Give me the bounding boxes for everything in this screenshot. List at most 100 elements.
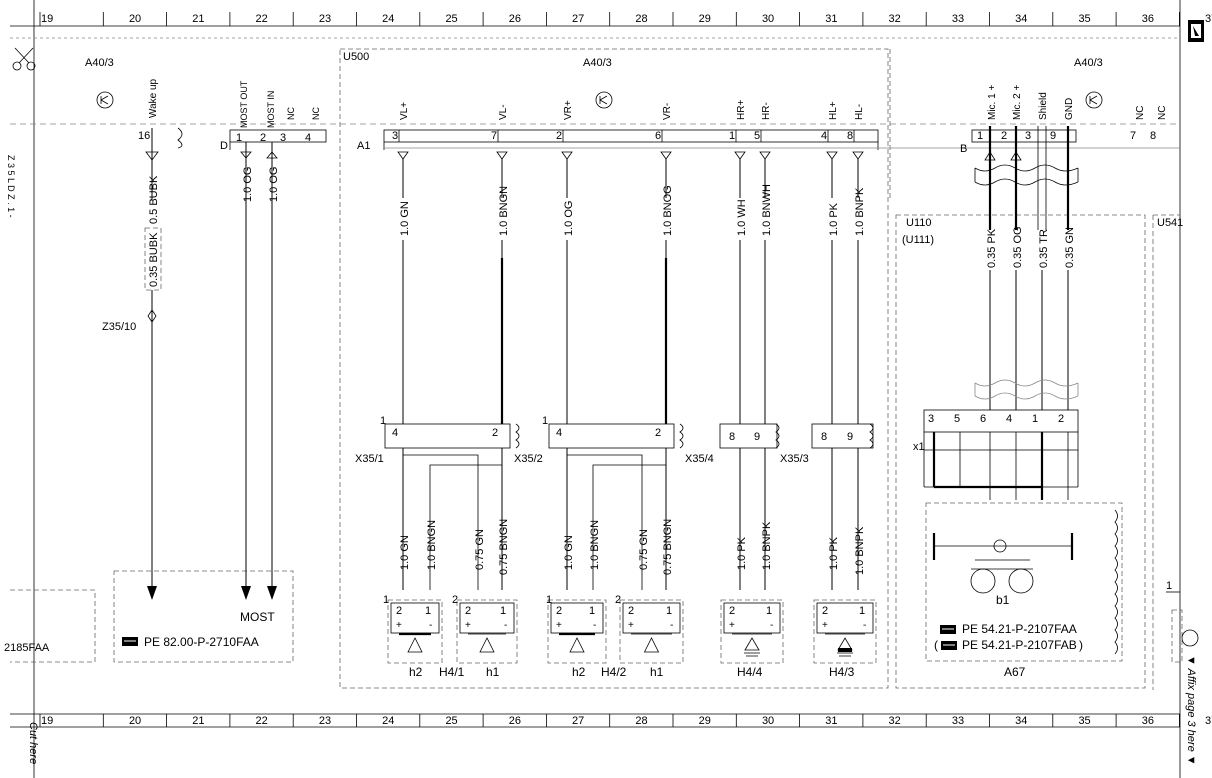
ruler-number: 37 bbox=[1205, 13, 1212, 25]
speaker-polarity: + bbox=[556, 620, 562, 631]
ruler-number: 19 bbox=[41, 715, 53, 727]
module-u111: (U111) bbox=[902, 234, 934, 246]
x35-4: X35/4 bbox=[685, 453, 714, 465]
ruler-number: 26 bbox=[509, 715, 521, 727]
spk-group-4: 2 bbox=[615, 594, 621, 606]
a1-pin-0: 3 bbox=[392, 130, 398, 142]
ruler-number: 31 bbox=[825, 715, 837, 727]
ruler-number: 32 bbox=[889, 715, 901, 727]
most-module-box bbox=[113, 570, 294, 663]
pe-ref-mic-2-close: ) bbox=[1079, 638, 1083, 652]
x1-pin-3: 3 bbox=[928, 413, 934, 425]
channel-wire-2: 1.0 OG bbox=[563, 201, 575, 236]
channel-signal-6: HL+ bbox=[828, 101, 839, 120]
speaker-wire-10: 1.0 PK bbox=[828, 536, 840, 570]
ruler-number: 34 bbox=[1015, 715, 1027, 727]
pe-ref-most: PE 82.00-P-2710FAA bbox=[144, 635, 259, 649]
speaker-polarity: + bbox=[396, 620, 402, 631]
most-out-label: MOST OUT bbox=[239, 80, 249, 128]
spk-group-3: 1 bbox=[546, 594, 552, 606]
connector-a1-body bbox=[383, 129, 879, 143]
a1-pin-1: 7 bbox=[491, 130, 497, 142]
speaker-polarity: + bbox=[628, 620, 634, 631]
speaker-wire-0: 1.0 GN bbox=[399, 535, 411, 570]
nc-label-1: NC bbox=[286, 107, 296, 120]
x1-pin-6: 6 bbox=[980, 413, 986, 425]
d-pin-4: 4 bbox=[305, 132, 311, 144]
channel-wire-6: 1.0 PK bbox=[828, 202, 840, 236]
speaker-pin: 1 bbox=[500, 605, 506, 617]
b-pin-1: 1 bbox=[977, 130, 983, 142]
ruler-number: 31 bbox=[825, 13, 837, 25]
spk-group-1: 1 bbox=[383, 594, 389, 606]
most-in-label: MOST IN bbox=[266, 91, 276, 128]
module-u110: U110 bbox=[906, 217, 931, 229]
connector-x1-body bbox=[923, 409, 1079, 433]
mic-element-icon bbox=[1008, 568, 1034, 594]
ruler-number: 37 bbox=[1205, 715, 1212, 727]
label-h4-2: H4/2 bbox=[601, 665, 627, 679]
channel-signal-4: HR+ bbox=[736, 100, 747, 120]
module-a40-left: A40/3 bbox=[85, 57, 114, 69]
sig-gnd: GND bbox=[1064, 98, 1075, 120]
sig-mic1: Mic. 1 + bbox=[987, 85, 998, 120]
sig-nc-2: NC bbox=[1157, 106, 1168, 120]
speaker-pin: 1 bbox=[425, 605, 431, 617]
wire-0.5-bubk: 0.5 BUBK bbox=[148, 175, 160, 224]
wire-og-in: 1.0 OG bbox=[268, 167, 280, 202]
d-pin-1: 1 bbox=[236, 132, 242, 144]
ruler-number: 24 bbox=[382, 13, 394, 25]
u500-boundary bbox=[339, 48, 889, 689]
x35-pin-2a: 2 bbox=[492, 427, 498, 439]
speaker-wire-8: 1.0 PK bbox=[736, 536, 748, 570]
a1-pin-2: 2 bbox=[556, 130, 562, 142]
speaker-pin: 1 bbox=[589, 605, 595, 617]
cut-here-label: Cut here bbox=[27, 722, 39, 764]
label-b1: b1 bbox=[996, 593, 1010, 607]
b-pin-3: 3 bbox=[1025, 130, 1031, 142]
channel-wire-4: 1.0 WH bbox=[736, 199, 748, 236]
channel-signal-1: VL- bbox=[498, 104, 509, 120]
left-vertical-code: Z 3 5 L D Z . 1 - bbox=[6, 155, 16, 218]
x1-pin-5: 5 bbox=[954, 413, 960, 425]
affix-page-label: ▼ Affix page 3 here ▼ bbox=[1185, 655, 1197, 766]
speaker-pin: 1 bbox=[766, 605, 772, 617]
ruler-number: 30 bbox=[762, 13, 774, 25]
speaker-polarity: + bbox=[822, 620, 828, 631]
b-pin-9: 9 bbox=[1050, 130, 1056, 142]
speaker-pin: 2 bbox=[556, 605, 562, 617]
label-h4-1: H4/1 bbox=[439, 665, 465, 679]
pe-reference-icon bbox=[122, 637, 138, 646]
d-pin-2: 2 bbox=[260, 132, 266, 144]
x35-pin-8a: 8 bbox=[729, 431, 735, 443]
a1-pin-6: 4 bbox=[821, 130, 827, 142]
speaker-pin: 2 bbox=[396, 605, 402, 617]
x35-pin-1b: 1 bbox=[542, 415, 548, 427]
ruler-number: 22 bbox=[256, 715, 268, 727]
speaker-wire-2: 0.75 GN bbox=[474, 529, 486, 570]
ruler-number: 21 bbox=[192, 13, 204, 25]
a1-pin-5: 5 bbox=[754, 130, 760, 142]
ruler-number: 35 bbox=[1078, 715, 1090, 727]
speaker-pin: 2 bbox=[465, 605, 471, 617]
ruler-number: 33 bbox=[952, 715, 964, 727]
a1-pin-3: 6 bbox=[655, 130, 661, 142]
u110-boundary bbox=[895, 214, 1146, 689]
ruler-number: 25 bbox=[445, 13, 457, 25]
mic-wire-tr: 0.35 TR bbox=[1038, 229, 1050, 268]
wire-0.35-bubk: 0.35 BUBK bbox=[148, 232, 160, 287]
ruler-number: 23 bbox=[319, 715, 331, 727]
a1-pin-7: 8 bbox=[847, 130, 853, 142]
ruler-number: 36 bbox=[1142, 13, 1154, 25]
connector-a1: A1 bbox=[357, 140, 370, 152]
pe-reference-icon bbox=[940, 625, 956, 634]
channel-signal-5: HR- bbox=[761, 102, 772, 120]
speaker-pin: 2 bbox=[628, 605, 634, 617]
top-ruler bbox=[10, 0, 1180, 778]
ruler-number: 29 bbox=[699, 715, 711, 727]
ruler-number: 23 bbox=[319, 13, 331, 25]
ruler-number: 25 bbox=[445, 715, 457, 727]
